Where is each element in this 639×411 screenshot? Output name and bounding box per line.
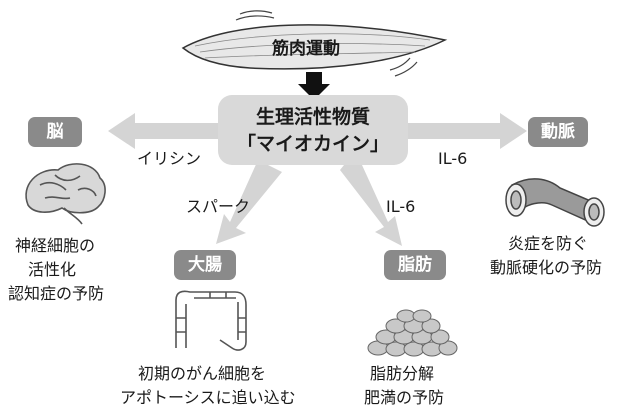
myokine-title-line1: 生理活性物質 (255, 106, 370, 128)
muscle-illustration (181, 10, 448, 77)
brain-desc-line2: 活性化 (28, 260, 77, 279)
artery-illustration (505, 178, 605, 227)
artery-desc-line2: 動脈硬化の予防 (490, 258, 603, 277)
fat-illustration (367, 309, 458, 357)
tag-fat: 脂肪 (384, 250, 446, 280)
arrow-muscle-to-center (298, 72, 330, 100)
arrow-to-brain (108, 113, 218, 149)
arrow-label-il6-artery: IL-6 (438, 149, 468, 168)
arrows (108, 113, 527, 246)
tag-artery: 動脈 (528, 117, 588, 147)
tag-brain: 脳 (28, 117, 82, 147)
fat-desc-line2: 肥満の予防 (364, 388, 445, 407)
artery-desc-line1: 炎症を防ぐ (508, 234, 589, 253)
colon-illustration (175, 290, 247, 351)
muscle-exercise-label: 筋肉運動 (272, 39, 340, 59)
arrow-to-fat (340, 160, 402, 246)
myokine-box: 生理活性物質 「マイオカイン」 (218, 95, 408, 165)
arrow-to-colon (216, 160, 282, 244)
brain-desc-line3: 認知症の予防 (8, 284, 105, 303)
myokine-title-line2: 「マイオカイン」 (236, 133, 389, 155)
colon-desc-line1: 初期のがん細胞を (138, 364, 267, 383)
arrow-label-il6-fat: IL-6 (386, 197, 416, 216)
tag-colon: 大腸 (174, 250, 236, 280)
arrow-to-artery (408, 113, 527, 149)
fat-desc-line1: 脂肪分解 (370, 364, 435, 383)
arrow-label-sparc: スパーク (186, 197, 251, 216)
brain-desc-line1: 神経細胞の (15, 236, 96, 255)
brain-illustration (25, 163, 106, 225)
arrow-label-irisin: イリシン (137, 149, 202, 168)
colon-desc-line2: アポトーシスに追い込む (120, 388, 296, 407)
